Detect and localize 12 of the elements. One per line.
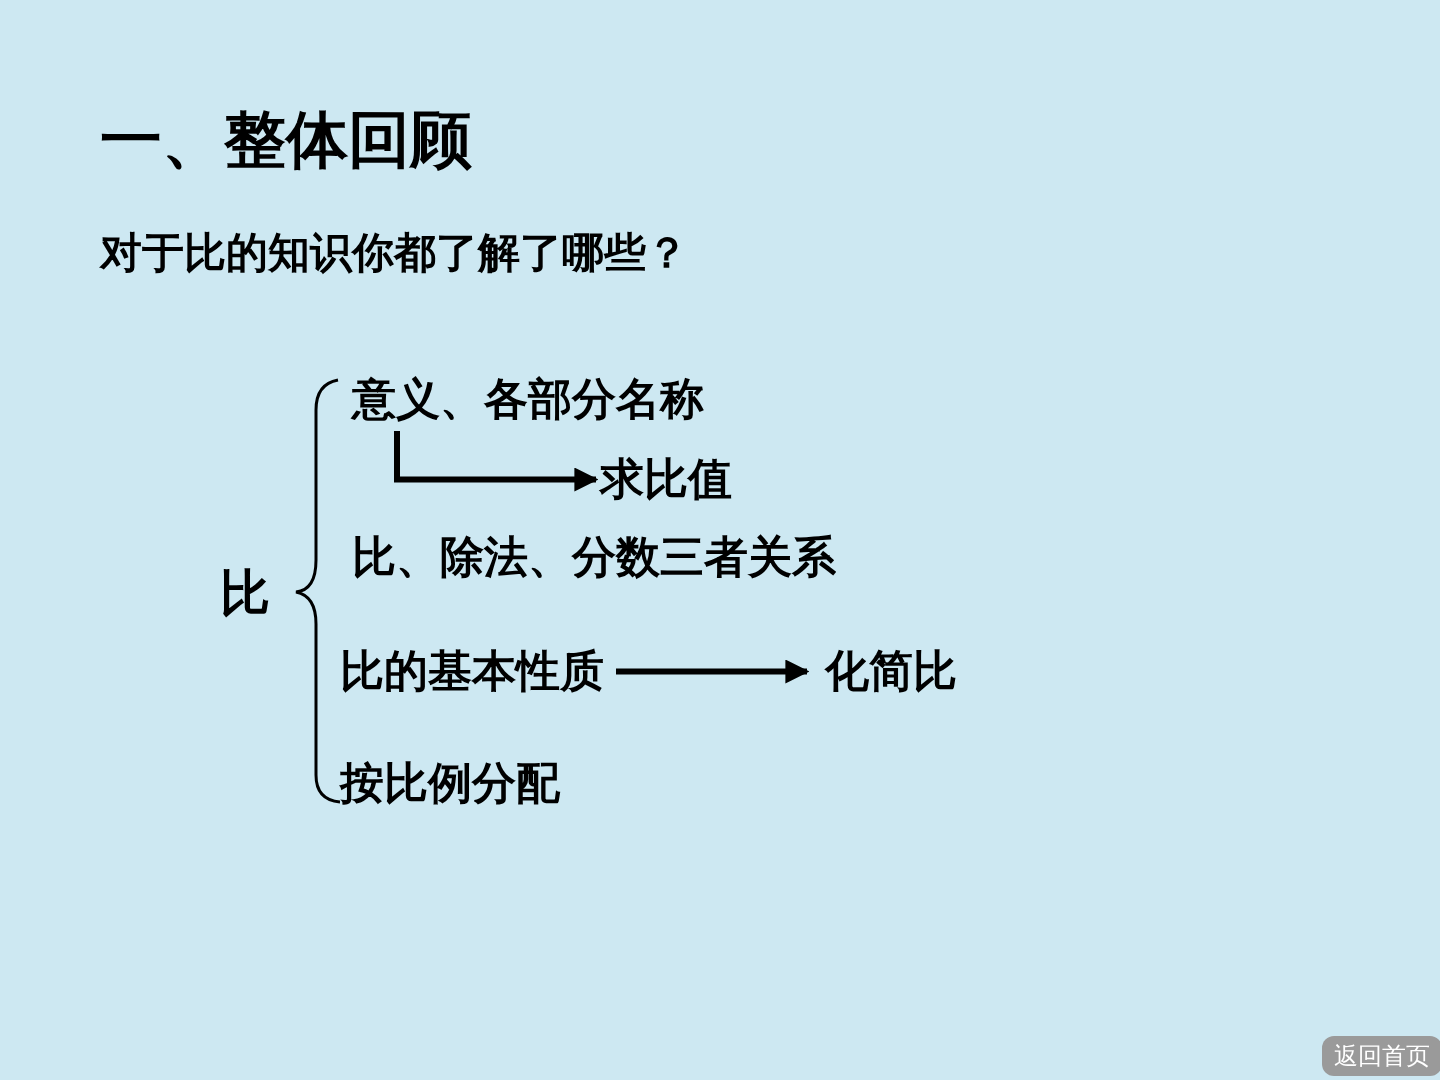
arrow [394, 431, 599, 492]
topic-text: 求比值 [600, 450, 732, 509]
root-term: 比 [220, 560, 270, 627]
topic-text: 化简比 [825, 642, 957, 701]
topic-text: 比、除法、分数三者关系 [352, 528, 836, 587]
arrow [616, 659, 810, 684]
question-text: 对于比的知识你都了解了哪些？ [100, 227, 688, 279]
topic-text: 比的基本性质 [340, 642, 604, 701]
slide-title: 一、整体回顾 [100, 102, 472, 178]
topic-text: 按比例分配 [340, 754, 560, 813]
topic-text: 意义、各部分名称 [352, 370, 704, 429]
home-button: 返回首页 [1322, 1036, 1440, 1076]
